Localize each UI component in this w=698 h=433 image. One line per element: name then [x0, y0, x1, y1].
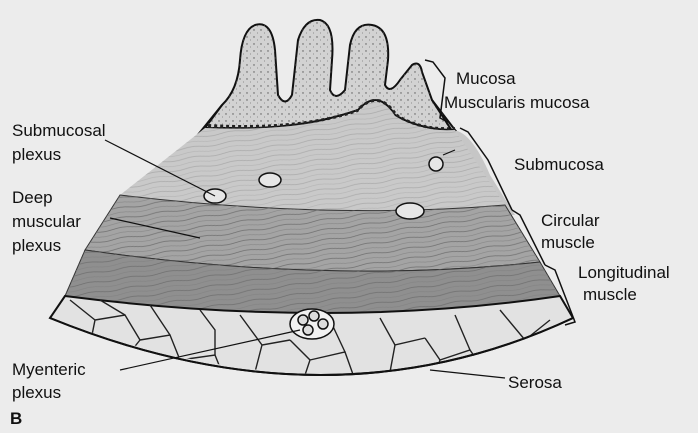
panel-letter: B [10, 409, 22, 428]
label-mucosa: Mucosa [456, 69, 516, 88]
label-myenteric-plexus: plexus [12, 383, 61, 402]
label-serosa: Serosa [508, 373, 562, 392]
label-muscularis-mucosa: Muscularis mucosa [444, 93, 590, 112]
label-myenteric: Myenteric [12, 360, 86, 379]
label-circular-muscle: muscle [541, 233, 595, 252]
label-longitudinal-muscle: muscle [583, 285, 637, 304]
label-deep-muscular: muscular [12, 212, 81, 231]
label-deep-muscular-plexus: plexus [12, 236, 61, 255]
label-submucosal-plexus: plexus [12, 145, 61, 164]
label-submucosal: Submucosal [12, 121, 106, 140]
label-deep: Deep [12, 188, 53, 207]
label-circular: Circular [541, 211, 600, 230]
label-longitudinal: Longitudinal [578, 263, 670, 282]
myenteric-ganglion [290, 309, 334, 339]
label-submucosa: Submucosa [514, 155, 604, 174]
